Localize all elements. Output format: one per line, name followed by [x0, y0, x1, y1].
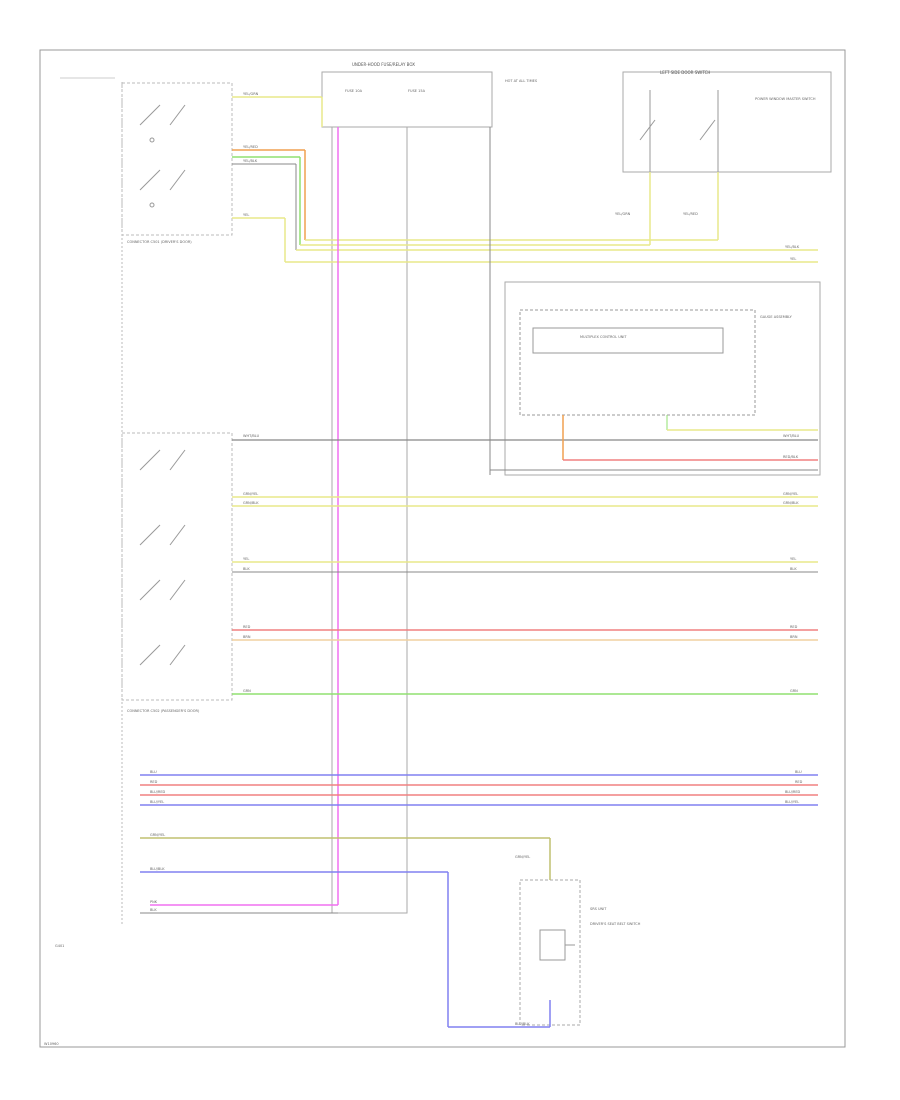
label-fuse-top2: FUSE 15A: [408, 89, 426, 93]
figure-id: W10960: [44, 1042, 59, 1046]
wire-label-rb-1: BLU: [795, 770, 802, 774]
label-seat-belt: DRIVER'S SEAT BELT SWITCH: [590, 922, 641, 926]
wire-label-right-1: YEL/BLK: [785, 245, 800, 249]
wire-label-pass-5: BLK: [243, 567, 250, 571]
wire-label-pnk: PNK: [150, 900, 158, 904]
wire-label-right-2: YEL: [790, 257, 796, 261]
wire-label-yel-red: YEL/RED: [243, 145, 258, 149]
multiplex-inner-box: [532, 327, 724, 354]
wire-label-blu-yel: BLU/YEL: [150, 800, 164, 804]
wire-label-rb-2: RED: [795, 780, 803, 784]
wire-label-blk-b: BLK: [150, 908, 157, 912]
label-connector-a: CONNECTOR C501 (DRIVER'S DOOR): [127, 240, 192, 244]
wire-label-rb-4: BLU/YEL: [785, 800, 799, 804]
passenger-switch-group: [139, 449, 186, 666]
wire-label-srs-top: GRN/YEL: [515, 855, 530, 859]
left-door-switch-box: [622, 71, 832, 173]
label-multiplex: MULTIPLEX CONTROL UNIT: [580, 335, 627, 339]
fuse-relay-box: [321, 71, 493, 128]
diagram-frame: [39, 49, 846, 1048]
wire-label-pass-1: WHT/BLU: [243, 434, 260, 438]
wire-label-left-door-1: YEL/GRN: [615, 212, 631, 216]
wire-label-rpass-7: RED: [790, 625, 798, 629]
wire-label-yel: YEL: [243, 213, 249, 217]
wire-label-pass-6: RED: [243, 625, 251, 629]
wire-label-rpass-9: GRN: [790, 689, 798, 693]
wire-label-rpass-4: GRN/BLK: [783, 501, 799, 505]
wire-label-yel-blk: YEL/BLK: [243, 159, 258, 163]
wire-label-rb-3: BLU/RED: [785, 790, 801, 794]
wire-label-blu-red: BLU/RED: [150, 790, 166, 794]
wire-label-rpass-5: YEL: [790, 557, 796, 561]
wire-label-rpass-8: BRN: [790, 635, 798, 639]
label-hot: HOT AT ALL TIMES: [505, 79, 538, 83]
label-ground: G401: [55, 944, 64, 948]
wire-label-left-door-2: YEL/RED: [683, 212, 698, 216]
wire-label-olive: GRN/YEL: [150, 833, 165, 837]
wire-label-pass-8: GRN: [243, 689, 251, 693]
wire-label-pass-2: GRN/YEL: [243, 492, 258, 496]
wire-label-srs-bottom: BLU/BLK: [515, 1022, 530, 1026]
wire-label-red-b: RED: [150, 780, 158, 784]
left-door-switch-glyphs: [639, 90, 719, 172]
label-power-window-master: POWER WINDOW MASTER SWITCH: [755, 97, 816, 101]
label-left-door: LEFT SIDE DOOR SWITCH: [660, 70, 710, 75]
center-vertical-box: [331, 126, 408, 914]
label-fuse-top: FUSE 10A: [345, 89, 363, 93]
wire-label-pass-3: GRN/BLK: [243, 501, 259, 505]
driver-switch-group: [139, 104, 186, 208]
wire-label-pass-7: BRN: [243, 635, 251, 639]
label-gauge: GAUGE ASSEMBLY: [760, 315, 793, 319]
srs-inner: [539, 929, 575, 961]
wire-label-rpass-2: RED/BLK: [783, 455, 799, 459]
multiplex-control-unit-box: [519, 309, 756, 416]
wire-label-rpass-6: BLK: [790, 567, 797, 571]
wire-label-blu-blk: BLU/BLK: [150, 867, 165, 871]
wire-label-yel-grn: YEL/GRN: [243, 92, 259, 96]
wire-label-blu: BLU: [150, 770, 157, 774]
label-fuse-relay-box: UNDER-HOOD FUSE/RELAY BOX: [352, 62, 415, 67]
driver-door-module-box: [121, 82, 233, 236]
multiplex-outer-frame: [504, 281, 821, 476]
wire-label-rpass-1: WHT/BLU: [783, 434, 800, 438]
wire-label-pass-4: YEL: [243, 557, 249, 561]
wire-label-rpass-3: GRN/YEL: [783, 492, 798, 496]
passenger-door-module-box: [121, 432, 233, 701]
label-connector-b: CONNECTOR C502 (PASSENGER'S DOOR): [127, 709, 200, 713]
label-srs: SRS UNIT: [590, 907, 607, 911]
